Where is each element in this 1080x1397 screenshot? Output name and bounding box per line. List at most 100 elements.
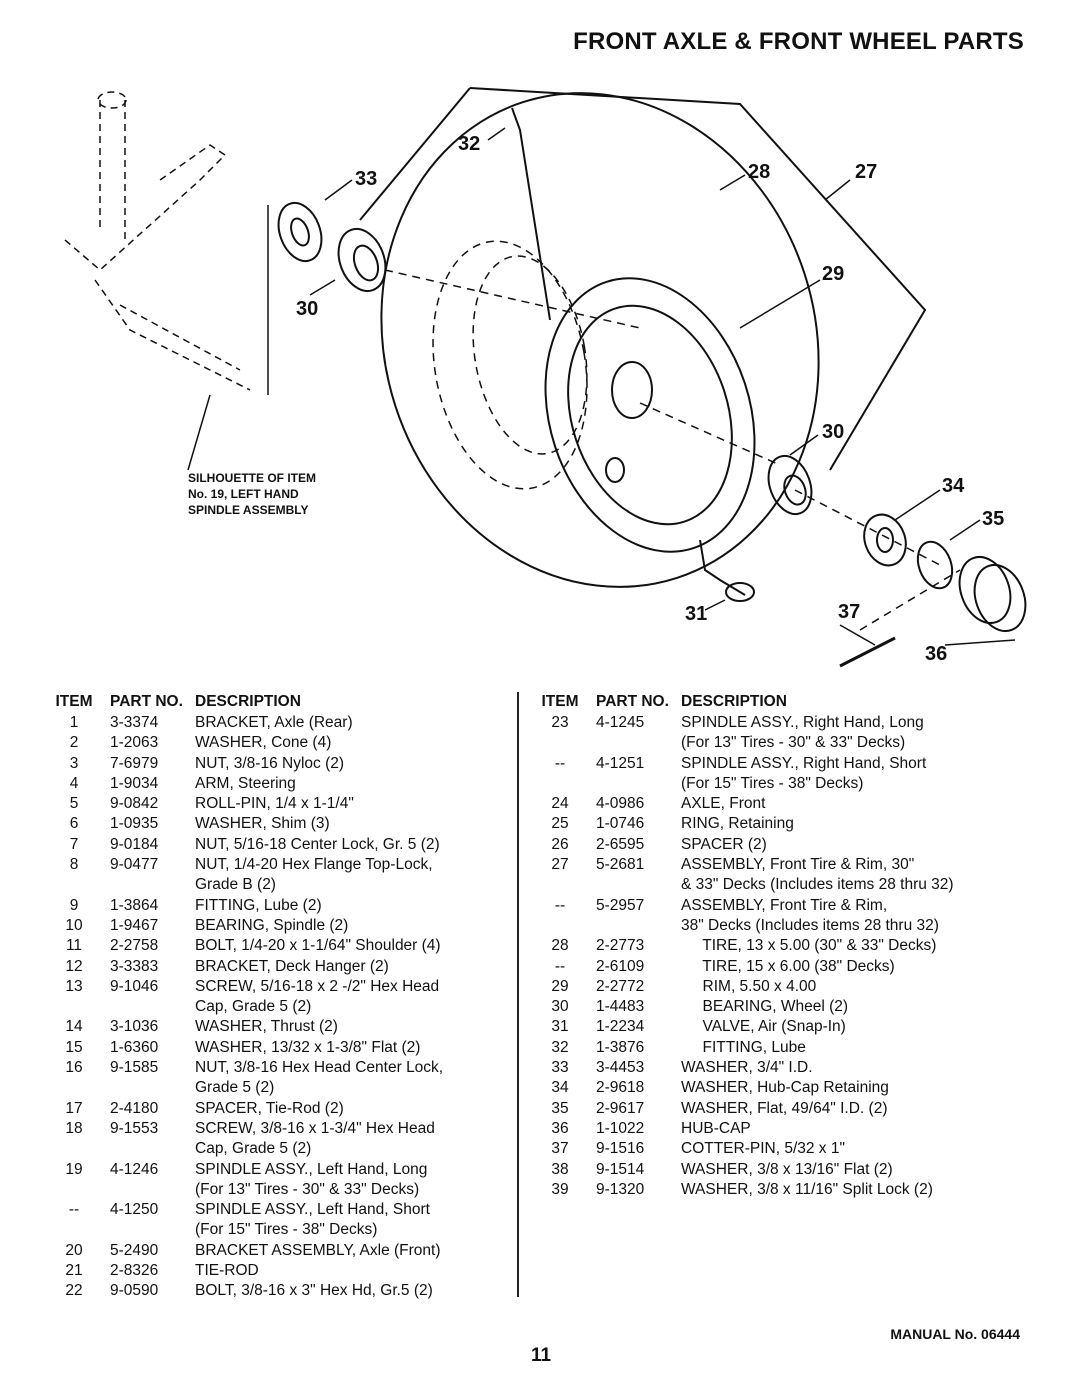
part-number-cell: 4-0986	[596, 795, 645, 813]
description-cell: Grade B (2)	[195, 876, 276, 894]
item-cell: 23	[551, 714, 569, 731]
description-cell: ASSEMBLY, Front Tire & Rim,	[681, 896, 888, 914]
description-cell: BRACKET, Deck Hanger (2)	[195, 957, 389, 975]
description-cell: BOLT, 1/4-20 x 1-1/64" Shoulder (4)	[195, 937, 441, 955]
item-cell: --	[554, 957, 566, 975]
part-number-cell	[586, 733, 681, 753]
item-cell: 26	[551, 835, 569, 853]
table-row: 1 3-3374 BRACKET, Axle (Rear)	[48, 713, 508, 733]
description-cell: SPACER (2)	[681, 835, 767, 853]
part-number-cell: 1-9467	[110, 916, 159, 934]
description-cell: BEARING, Wheel (2)	[681, 998, 849, 1016]
part-number-cell: 5-2957	[596, 896, 645, 914]
item-cell: 35	[551, 1099, 569, 1117]
description-cell: BRACKET, Axle (Rear)	[195, 714, 353, 731]
table-row: Cap, Grade 5 (2)	[48, 997, 508, 1017]
item-cell	[534, 916, 586, 936]
item-cell: 39	[551, 1180, 569, 1198]
part-number-cell: 5-2681	[596, 856, 645, 874]
part-number-cell: 2-9618	[596, 1079, 645, 1097]
description-cell: NUT, 3/8-16 Nyloc (2)	[195, 754, 345, 772]
description-cell: NUT, 5/16-18 Center Lock, Gr. 5 (2)	[195, 835, 440, 853]
item-cell: 13	[65, 977, 83, 995]
part-number-cell: 3-1036	[110, 1018, 159, 1036]
table-row: 38" Decks (Includes items 28 thru 32)	[534, 916, 1054, 936]
description-cell: (For 13" Tires - 30" & 33" Decks)	[681, 734, 906, 752]
item-cell: 28	[551, 937, 569, 955]
item-cell: 18	[65, 1119, 83, 1137]
page-number: 11	[531, 1345, 552, 1366]
valve-31	[699, 539, 746, 596]
description-cell: WASHER, Shim (3)	[195, 815, 330, 833]
description-cell: RIM, 5.50 x 4.00	[681, 977, 817, 995]
part-number-cell: 4-1250	[110, 1201, 159, 1219]
table-row: (For 15" Tires - 38" Decks)	[48, 1220, 508, 1240]
table-row: (For 13" Tires - 30" & 33" Decks)	[48, 1180, 508, 1200]
description-cell: WASHER, Cone (4)	[195, 734, 332, 752]
description-cell: WASHER, 3/8 x 13/16" Flat (2)	[681, 1160, 893, 1178]
item-cell: 19	[65, 1160, 83, 1178]
bearing-30-right	[767, 454, 813, 516]
bearing-30-left	[337, 228, 387, 292]
item-cell: 1	[69, 714, 79, 731]
part-number-cell: 2-8326	[110, 1262, 159, 1280]
callout-35: 35	[982, 508, 1004, 530]
part-number-cell: 4-1245	[596, 714, 645, 731]
table-row: 30 1-4483 BEARING, Wheel (2)	[534, 997, 1054, 1017]
item-cell: 38	[551, 1160, 569, 1178]
part-number-cell: 2-9617	[596, 1099, 645, 1117]
description-cell: SPINDLE ASSY., Right Hand, Short	[681, 754, 927, 772]
item-cell	[48, 875, 100, 895]
description-cell: VALVE, Air (Snap-In)	[681, 1018, 846, 1036]
part-number-cell: 1-9034	[110, 774, 159, 792]
washer-33	[277, 201, 323, 263]
item-cell	[48, 1078, 100, 1098]
description-cell: FITTING, Lube (2)	[195, 896, 322, 914]
part-number-cell: 9-1516	[596, 1140, 645, 1158]
description-cell: FITTING, Lube	[681, 1038, 806, 1056]
table-row: Grade 5 (2)	[48, 1078, 508, 1098]
item-cell: 24	[551, 795, 569, 813]
description-cell: ROLL-PIN, 1/4 x 1-1/4"	[195, 795, 354, 813]
column-divider	[517, 692, 519, 1297]
item-cell: 31	[551, 1018, 569, 1036]
part-number-cell: 3-3374	[110, 714, 159, 731]
part-number-cell: 3-3383	[110, 957, 159, 975]
item-cell: 6	[69, 815, 79, 833]
callout-30-right: 30	[822, 421, 844, 443]
description-cell: Grade 5 (2)	[195, 1079, 275, 1097]
item-cell: 30	[551, 998, 569, 1016]
item-cell: 3	[69, 754, 79, 772]
description-cell: ARM, Steering	[195, 774, 296, 792]
part-number-cell: 1-2063	[110, 734, 159, 752]
item-cell	[48, 997, 100, 1017]
part-number-cell: 7-6979	[110, 754, 159, 772]
part-number-cell	[586, 916, 681, 936]
item-cell: 4	[69, 774, 79, 792]
item-cell: 36	[551, 1119, 569, 1137]
description-cell: Cap, Grade 5 (2)	[195, 998, 312, 1016]
description-cell: (For 15" Tires - 38" Decks)	[681, 774, 864, 792]
part-number-cell: 1-0746	[596, 815, 645, 833]
description-cell: & 33" Decks (Includes items 28 thru 32)	[681, 876, 954, 894]
description-cell: NUT, 1/4-20 Hex Flange Top-Lock,	[195, 856, 433, 874]
part-number-cell: 2-4180	[110, 1099, 159, 1117]
part-number-cell: 1-4483	[596, 998, 645, 1016]
part-number-cell	[100, 1220, 195, 1240]
description-cell: SPACER, Tie-Rod (2)	[195, 1099, 344, 1117]
